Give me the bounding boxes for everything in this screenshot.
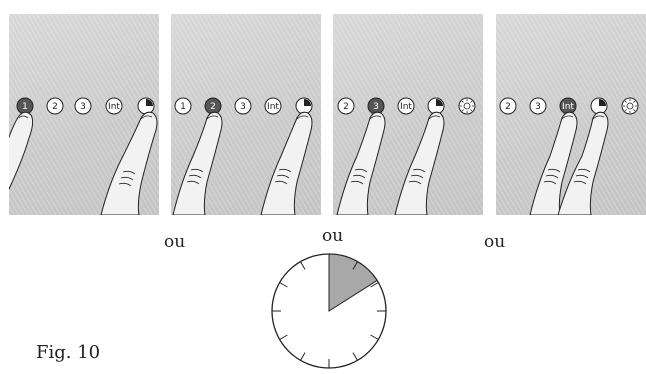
button-int[interactable] xyxy=(105,97,123,115)
button-2-label: 2 xyxy=(505,102,511,112)
timer-dial-tick xyxy=(279,334,288,340)
timer-dial-tick xyxy=(300,261,306,270)
finger-left xyxy=(9,111,34,191)
button-int-label: Int xyxy=(108,102,120,112)
button-int-label: Int xyxy=(400,102,412,112)
button-int[interactable] xyxy=(397,97,415,115)
control-panel-3: 2 3 Int xyxy=(333,14,483,215)
control-panel-1: 1 2 3 Int xyxy=(9,14,159,215)
button-3-label: 3 xyxy=(373,102,379,112)
light-icon[interactable] xyxy=(621,97,639,115)
button-2[interactable] xyxy=(499,97,517,115)
timer-dial-sector xyxy=(328,253,378,312)
button-int-label: Int xyxy=(562,102,574,112)
button-3[interactable] xyxy=(529,97,547,115)
button-3-label: 3 xyxy=(535,102,541,112)
timer-icon[interactable] xyxy=(137,97,155,115)
timer-dial-tick xyxy=(352,352,358,361)
control-panel-2: 1 2 3 Int xyxy=(171,14,321,215)
timer-icon[interactable] xyxy=(427,97,445,115)
or-separator-2: ou xyxy=(322,226,344,246)
finger-left xyxy=(336,111,386,215)
finger-right xyxy=(557,111,609,215)
button-2[interactable] xyxy=(337,97,355,115)
button-2-label: 2 xyxy=(343,102,349,112)
control-panel-4: 2 3 Int xyxy=(496,14,646,215)
button-3-label: 3 xyxy=(240,102,246,112)
button-3-label: 3 xyxy=(80,102,86,112)
button-3[interactable] xyxy=(234,97,252,115)
button-2[interactable] xyxy=(46,97,64,115)
button-int[interactable] xyxy=(264,97,282,115)
button-1-label: 1 xyxy=(180,102,186,112)
finger-left xyxy=(172,111,223,215)
button-int-label: Int xyxy=(267,102,279,112)
timer-dial-tick xyxy=(370,334,379,340)
light-icon[interactable] xyxy=(458,97,476,115)
timer-icon[interactable] xyxy=(295,97,313,115)
timer-icon[interactable] xyxy=(590,97,608,115)
or-separator-3: ou xyxy=(484,232,506,252)
finger-right xyxy=(100,111,158,215)
button-3[interactable] xyxy=(74,97,92,115)
finger-left xyxy=(529,111,578,215)
timer-dial-icon xyxy=(271,253,387,369)
button-1-label: 1 xyxy=(22,102,28,112)
timer-dial-ticks xyxy=(272,254,386,368)
button-2-label: 2 xyxy=(210,102,216,112)
finger-right xyxy=(260,111,313,215)
timer-dial-tick xyxy=(352,261,358,270)
or-separator-1: ou xyxy=(164,232,186,252)
button-2-label: 2 xyxy=(52,102,58,112)
timer-dial-tick xyxy=(279,282,288,288)
timer-dial-tick xyxy=(370,282,379,288)
finger-right xyxy=(394,111,445,215)
button-1[interactable] xyxy=(174,97,192,115)
timer-dial-tick xyxy=(300,352,306,361)
figure-label: Fig. 10 xyxy=(36,342,101,363)
